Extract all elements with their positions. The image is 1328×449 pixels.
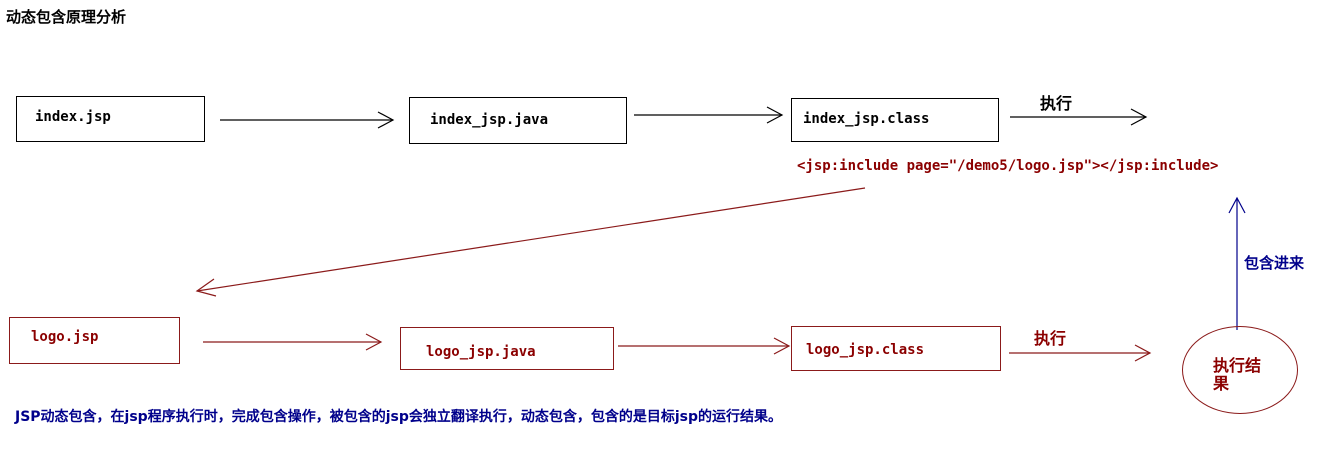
result-label-line1: 执行结 — [1213, 356, 1262, 375]
box-label: index_jsp.class — [803, 111, 930, 127]
box-label: index_jsp.java — [430, 112, 549, 128]
box-label: logo_jsp.class — [806, 342, 925, 358]
box-label: logo_jsp.java — [426, 344, 536, 360]
result-label-line2: 果 — [1213, 374, 1230, 393]
arrow-head — [195, 278, 217, 297]
arrow-head — [773, 337, 791, 355]
arrow-head — [365, 333, 383, 351]
box-logo-jsp: logo.jsp — [9, 317, 180, 364]
explanation-note: JSP动态包含，在jsp程序执行时，完成包含操作，被包含的jsp会独立翻译执行，… — [15, 409, 783, 425]
jsp-include-tag: <jsp:include page="/demo5/logo.jsp"></js… — [797, 158, 1219, 174]
exec-label-row1: 执行 — [1040, 94, 1073, 113]
box-logo-jsp-class: logo_jsp.class — [791, 326, 1001, 371]
box-index-jsp-java: index_jsp.java — [409, 97, 627, 144]
result-circle — [1182, 326, 1298, 414]
arrow-head — [1134, 344, 1152, 362]
box-label: logo.jsp — [31, 329, 99, 345]
include-in-label: 包含进来 — [1244, 254, 1305, 272]
arrow-head — [1130, 108, 1148, 126]
box-label: index.jsp — [35, 109, 111, 125]
box-index-jsp: index.jsp — [16, 96, 205, 142]
arrow-include-to-logo — [196, 187, 866, 292]
arrow-head — [766, 106, 784, 124]
arrow-head — [377, 111, 395, 129]
box-logo-jsp-java: logo_jsp.java — [400, 327, 614, 370]
arrow-head — [1228, 196, 1246, 214]
diagram-title: 动态包含原理分析 — [6, 8, 127, 26]
exec-label-row2: 执行 — [1034, 329, 1067, 348]
box-index-jsp-class: index_jsp.class — [791, 98, 999, 142]
